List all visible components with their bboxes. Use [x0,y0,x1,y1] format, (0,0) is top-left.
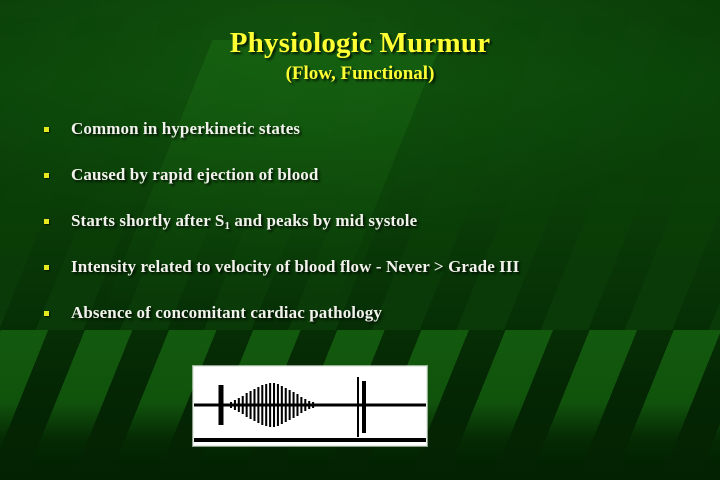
square-bullet-icon [44,219,49,224]
page-title: Physiologic Murmur [229,27,491,59]
s2-component-a2 [357,377,359,437]
murmur-spike [261,385,264,425]
murmur-spike [308,401,311,409]
phonocardiogram-diagram [193,366,427,446]
murmur-spike [276,384,279,426]
murmur-spike [284,388,287,422]
list-item-label: Intensity related to velocity of blood f… [71,257,520,276]
list-item: Starts shortly after S1 and peaks by mid… [38,210,698,256]
murmur-spike [280,386,283,424]
list-item: Intensity related to velocity of blood f… [38,256,698,302]
s1-spike [218,385,224,425]
square-bullet-icon [44,311,49,316]
slide-title-block: Physiologic Murmur (Flow, Functional) [0,26,720,86]
murmur-spike [296,394,299,416]
murmur-spike [300,397,303,413]
bottom-bar [194,438,426,442]
murmur-spike [245,393,248,417]
murmur-spike [304,399,307,411]
murmur-spike [312,402,315,408]
list-item-label: Absence of concomitant cardiac pathology [71,303,382,322]
bullet-list: Common in hyperkinetic states Caused by … [38,118,698,348]
murmur-spike [253,389,256,421]
square-bullet-icon [44,265,49,270]
murmur-spike [265,384,268,426]
murmur-spike [273,383,276,427]
s2-component-p2 [362,381,366,433]
murmur-spike [233,400,236,410]
list-item: Common in hyperkinetic states [38,118,698,164]
murmur-spike [269,383,272,427]
list-item: Absence of concomitant cardiac pathology [38,302,698,348]
list-item: Caused by rapid ejection of blood [38,164,698,210]
phonocardiogram-trace [194,377,426,442]
murmur-spike [237,398,240,412]
heart-sound-subscript: 1 [224,220,231,232]
list-item-label: Common in hyperkinetic states [71,119,301,138]
murmur-spike [241,396,244,414]
page-subtitle: (Flow, Functional) [285,63,435,84]
murmur-spike [288,390,291,420]
list-item-label: Caused by rapid ejection of blood [71,165,319,184]
murmur-spike [257,387,260,423]
square-bullet-icon [44,173,49,178]
murmur-spike [292,392,295,418]
list-item-label: Starts shortly after S1 and peaks by mid… [71,211,418,232]
square-bullet-icon [44,127,49,132]
murmur-spike [249,391,252,419]
murmur-spike [230,402,233,408]
